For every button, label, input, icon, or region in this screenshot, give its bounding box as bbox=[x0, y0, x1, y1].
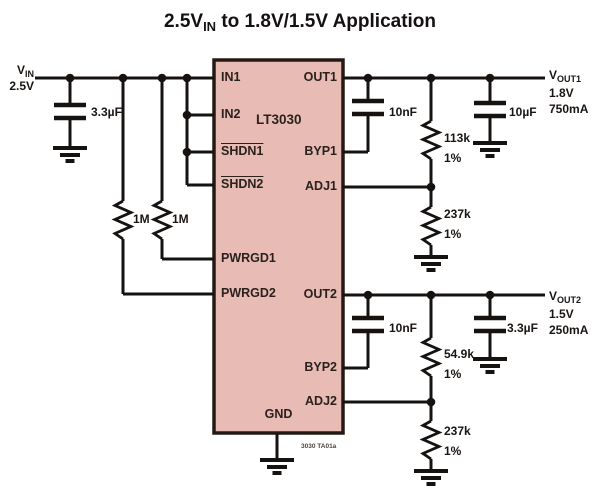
pin-gnd: GND bbox=[264, 407, 293, 421]
pin-adj2: ADJ2 bbox=[305, 394, 337, 408]
vout1-voltage: 1.8V bbox=[549, 85, 574, 100]
pin-shdn2: SHDN2 bbox=[221, 177, 264, 191]
pullup1-value: 1M bbox=[133, 212, 150, 226]
feedback1-top-value: 113k 1% bbox=[444, 128, 470, 168]
title-text: 2.5V bbox=[163, 11, 204, 32]
vin-voltage: 2.5V bbox=[9, 79, 34, 93]
vout2-v: V bbox=[549, 289, 558, 303]
feedback1-top-resistor bbox=[421, 119, 441, 161]
r-top2-value: 54.9k bbox=[444, 347, 475, 361]
vout2-subscript: OUT2 bbox=[557, 295, 582, 305]
bypass1-cap-value: 10nF bbox=[389, 105, 418, 119]
pullup-resistor-1m-2 bbox=[152, 199, 172, 241]
feedback1-bottom-resistor bbox=[412, 205, 450, 272]
r-bot1-tolerance: 1% bbox=[444, 227, 462, 241]
diagram-title: 2.5VIN to 1.8V/1.5V Application bbox=[0, 11, 600, 34]
vout2-voltage: 1.5V bbox=[549, 306, 574, 321]
vout2-label: VOUT2 1.5V 250mA bbox=[549, 288, 588, 339]
feedback2-bottom-resistor bbox=[412, 419, 450, 486]
junction-dots bbox=[65, 73, 495, 407]
pin-byp1: BYP1 bbox=[304, 144, 337, 158]
pullup-resistor-1m-1 bbox=[113, 199, 133, 241]
vin-v: V bbox=[16, 63, 25, 77]
vout2-current: 250mA bbox=[549, 323, 589, 337]
feedback2-top-value: 54.9k 1% bbox=[444, 344, 474, 384]
output2-cap-value: 3.3µF bbox=[507, 321, 538, 335]
feedback2-bottom-value: 237k 1% bbox=[444, 421, 471, 461]
pin-out2: OUT2 bbox=[303, 287, 337, 301]
pin-pwrgd1: PWRGD1 bbox=[221, 251, 276, 265]
figure-note: 3030 TA01a bbox=[301, 443, 337, 450]
r-bot2-tolerance: 1% bbox=[444, 444, 462, 458]
pin-adj1: ADJ1 bbox=[305, 179, 337, 193]
vout1-name: VOUT1 bbox=[549, 67, 588, 85]
r-top2-tolerance: 1% bbox=[444, 367, 462, 381]
pin-in1: IN1 bbox=[221, 70, 241, 84]
r-bot1-value: 237k bbox=[444, 207, 471, 221]
vout1-v: V bbox=[549, 68, 558, 82]
vout1-label: VOUT1 1.8V 750mA bbox=[549, 67, 588, 118]
input-rail-wires bbox=[35, 76, 214, 296]
title-text-rest: to 1.8V/1.5V Application bbox=[216, 11, 437, 32]
vin-subscript: IN bbox=[25, 69, 34, 79]
pin-pwrgd2: PWRGD2 bbox=[221, 286, 276, 300]
r-top1-value: 113k bbox=[444, 131, 471, 145]
feedback1-bottom-value: 237k 1% bbox=[444, 204, 471, 244]
pin-out1: OUT1 bbox=[303, 70, 337, 84]
r-top1-tolerance: 1% bbox=[444, 151, 462, 165]
pullup2-value: 1M bbox=[172, 212, 189, 226]
bypass1-capacitor bbox=[352, 101, 384, 114]
output1-cap-value: 10µF bbox=[509, 105, 537, 119]
pin-in2: IN2 bbox=[221, 107, 241, 121]
output2-wires bbox=[343, 293, 545, 471]
vout1-subscript: OUT1 bbox=[557, 74, 582, 84]
title-subscript: IN bbox=[203, 19, 217, 34]
pin-byp2: BYP2 bbox=[304, 360, 337, 374]
vout2-name: VOUT2 bbox=[549, 288, 588, 306]
input-cap-value: 3.3µF bbox=[91, 105, 122, 119]
ic-part-number: LT3030 bbox=[256, 112, 302, 127]
vin-name: VIN bbox=[2, 63, 34, 79]
vin-label: VIN 2.5V bbox=[2, 63, 34, 94]
pin-shdn1: SHDN1 bbox=[221, 144, 264, 158]
bypass2-capacitor bbox=[352, 318, 384, 331]
feedback2-top-resistor bbox=[421, 336, 441, 378]
ic-body bbox=[212, 58, 345, 435]
ic-ground bbox=[258, 433, 296, 475]
bypass2-cap-value: 10nF bbox=[389, 321, 418, 335]
vout1-current: 750mA bbox=[549, 102, 589, 116]
r-bot2-value: 237k bbox=[444, 424, 471, 438]
